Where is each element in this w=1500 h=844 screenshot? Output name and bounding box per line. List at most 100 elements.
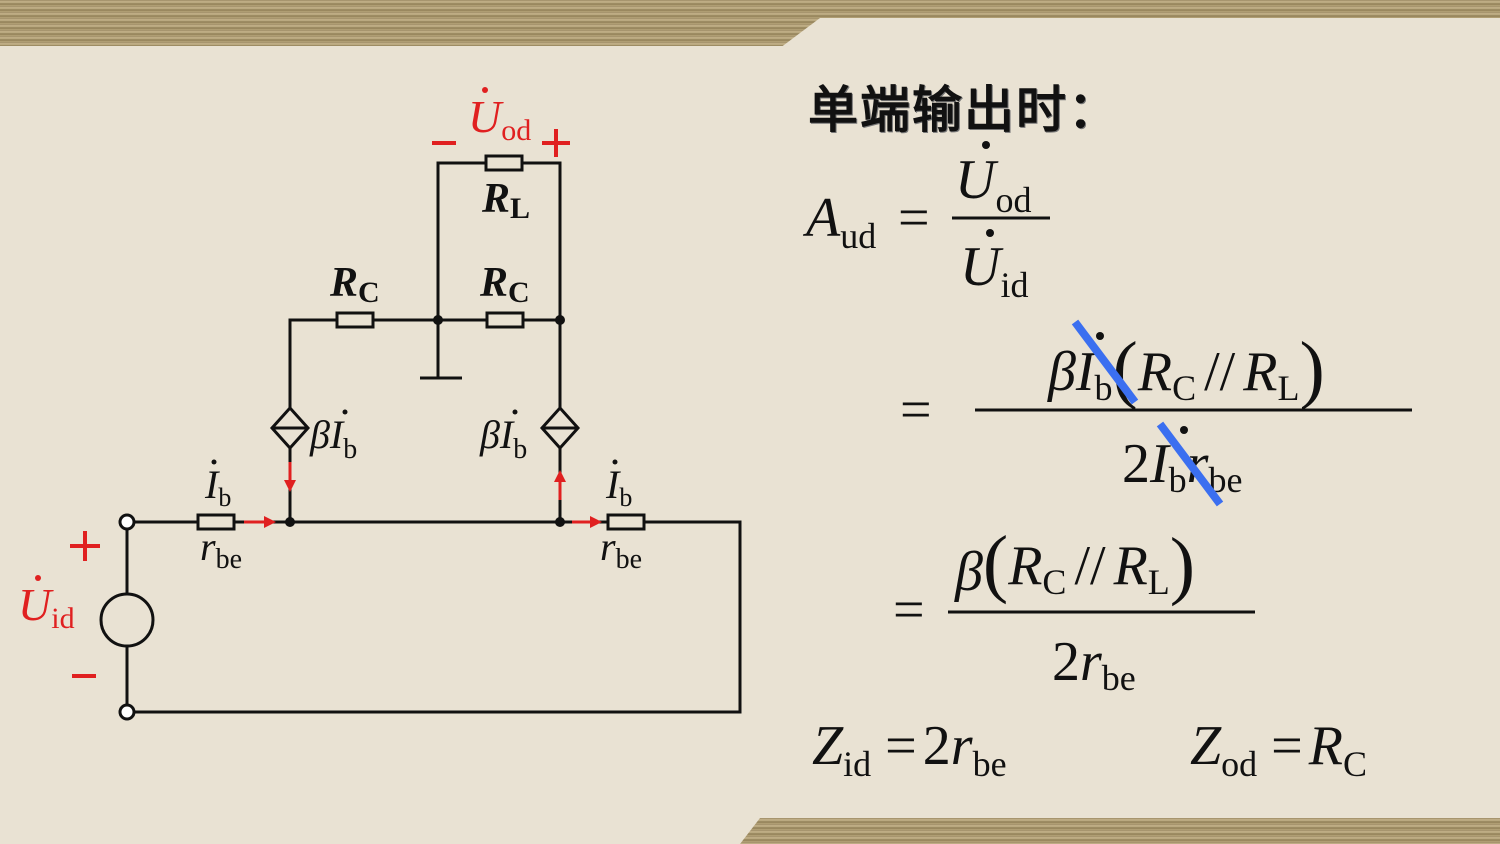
frac2-i: I bbox=[1075, 341, 1097, 403]
eq-3: = bbox=[893, 579, 925, 641]
frac2-b: b bbox=[1095, 368, 1113, 408]
polarity-marks bbox=[70, 129, 570, 678]
zod-c: C bbox=[1343, 744, 1367, 784]
frac2-beta: β bbox=[1047, 341, 1076, 403]
svg-text:βIb: βIb bbox=[309, 412, 357, 465]
rl-resistor bbox=[484, 154, 524, 172]
left-ib-sub: b bbox=[218, 483, 231, 512]
svg-text:Aud: Aud bbox=[802, 187, 876, 256]
rl-wire-right bbox=[522, 161, 562, 320]
svg-text:Zod=RC: Zod =RC bbox=[1190, 715, 1367, 784]
uod-sub: od bbox=[501, 114, 531, 147]
frac3-r2: R bbox=[1113, 535, 1148, 597]
frac2-par: // bbox=[1204, 341, 1236, 403]
right-ib-sub: b bbox=[619, 483, 632, 512]
svg-text:Uod: Uod bbox=[955, 149, 1031, 220]
right-rbe-label: r bbox=[600, 524, 616, 569]
left-rbe-sub: be bbox=[216, 544, 242, 575]
zid-two: 2 bbox=[923, 715, 951, 777]
svg-text:Ib: Ib bbox=[605, 462, 632, 512]
frac3-r: r bbox=[1080, 631, 1102, 693]
zod-z: Z bbox=[1190, 715, 1222, 777]
aud-label: A bbox=[802, 187, 841, 249]
left-rbe-label: r bbox=[200, 524, 216, 569]
svg-text:Zid=2rbe: Zid =2rbe bbox=[812, 715, 1007, 784]
svg-text:Ib: Ib bbox=[204, 462, 231, 512]
frac3-l: L bbox=[1148, 562, 1170, 602]
zid-z: Z bbox=[812, 715, 844, 777]
svg-text:rbe: rbe bbox=[200, 524, 242, 575]
frac1-num-sub: od bbox=[995, 180, 1031, 220]
svg-text:βIb: βIb bbox=[479, 412, 527, 465]
aud-sub: ud bbox=[840, 216, 876, 256]
svg-text:β(RC//RL): β(RC//RL) bbox=[954, 521, 1195, 607]
rc-right-label: R bbox=[479, 260, 508, 306]
frac3-lp: ( bbox=[983, 521, 1008, 605]
rc-left-resistor bbox=[335, 311, 375, 329]
cancel-strikes bbox=[1071, 319, 1224, 507]
frac3-c: C bbox=[1042, 562, 1066, 602]
eq-1: = bbox=[898, 187, 930, 249]
rc-left-label: R bbox=[329, 260, 358, 306]
right-rbe-sub: be bbox=[616, 544, 642, 575]
frac3-two: 2 bbox=[1052, 631, 1080, 693]
rl-sub: L bbox=[510, 192, 530, 225]
uid-label: U bbox=[18, 579, 54, 630]
current-arrows bbox=[244, 462, 602, 528]
dot-marks bbox=[211, 409, 618, 465]
left-source-sub: b bbox=[343, 434, 357, 465]
rl-wire bbox=[436, 161, 486, 320]
uid-sub: id bbox=[51, 602, 74, 635]
svg-text:rbe: rbe bbox=[600, 524, 642, 575]
rc-left-sub: C bbox=[358, 276, 380, 309]
bottom-decor-band bbox=[740, 818, 1500, 844]
eq-5: = bbox=[1271, 715, 1303, 777]
frac2-r1: R bbox=[1137, 341, 1172, 403]
right-source-label: βI bbox=[479, 412, 515, 457]
slide-heading: 单端输出时： bbox=[808, 81, 1120, 139]
top-terminal bbox=[118, 513, 136, 531]
left-ib-label: I bbox=[204, 462, 220, 507]
frac3-beta: β bbox=[954, 541, 983, 603]
frac3-rp: ) bbox=[1170, 523, 1195, 607]
svg-text:RC: RC bbox=[479, 260, 530, 309]
right-source-sub: b bbox=[513, 434, 527, 465]
frac1-den-u: U bbox=[960, 236, 1004, 298]
frac2-c: C bbox=[1172, 368, 1196, 408]
svg-text:2Ibrbe: 2Ibrbe bbox=[1122, 433, 1242, 500]
frac1-den-sub: id bbox=[1000, 265, 1028, 305]
rc-wire-left bbox=[288, 318, 337, 410]
zod-sub: od bbox=[1221, 744, 1257, 784]
frac2-rp: ) bbox=[1299, 327, 1324, 411]
svg-text:Uod: Uod bbox=[468, 91, 531, 147]
zid-r: r bbox=[951, 715, 973, 777]
top-decor-cut bbox=[780, 18, 1500, 48]
left-source-label: βI bbox=[309, 412, 345, 457]
frac2-den-i: I bbox=[1149, 433, 1171, 495]
circuit-diagram bbox=[99, 154, 742, 721]
right-loop-wire bbox=[134, 520, 742, 714]
uod-label: U bbox=[468, 91, 504, 142]
rc-right-resistor bbox=[485, 311, 525, 329]
junction-dots bbox=[285, 315, 565, 527]
frac2-two: 2 bbox=[1122, 433, 1150, 495]
eq-4: = bbox=[885, 715, 917, 777]
svg-text:Uid: Uid bbox=[960, 236, 1028, 305]
svg-text:RL: RL bbox=[481, 176, 530, 225]
frac3-be: be bbox=[1102, 658, 1136, 698]
input-voltage-source bbox=[99, 592, 155, 648]
svg-text:2rbe: 2rbe bbox=[1052, 631, 1136, 698]
bottom-terminal bbox=[118, 703, 136, 721]
rc-right-sub: C bbox=[508, 276, 530, 309]
rl-label: R bbox=[481, 176, 510, 222]
frac2-l: L bbox=[1277, 368, 1299, 408]
zid-be: be bbox=[973, 744, 1007, 784]
svg-text:Uid: Uid bbox=[18, 579, 75, 635]
zod-r: R bbox=[1308, 715, 1343, 777]
frac3-r1: R bbox=[1007, 535, 1042, 597]
eq-2: = bbox=[900, 379, 932, 441]
zid-sub: id bbox=[843, 744, 871, 784]
svg-text:βIb(RC//RL): βIb(RC//RL) bbox=[1047, 327, 1325, 411]
frac2-r2: R bbox=[1242, 341, 1277, 403]
